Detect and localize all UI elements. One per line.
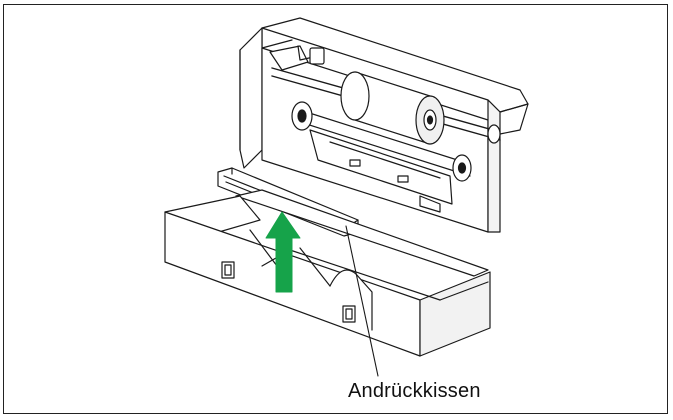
main-roller	[340, 71, 445, 145]
callout-leader-line	[345, 225, 379, 377]
insert-direction-arrow	[265, 211, 301, 293]
callout-label-pad: Andrückkissen	[348, 380, 481, 402]
inner-guide-plate	[309, 129, 453, 213]
lower-rollers	[291, 101, 472, 182]
